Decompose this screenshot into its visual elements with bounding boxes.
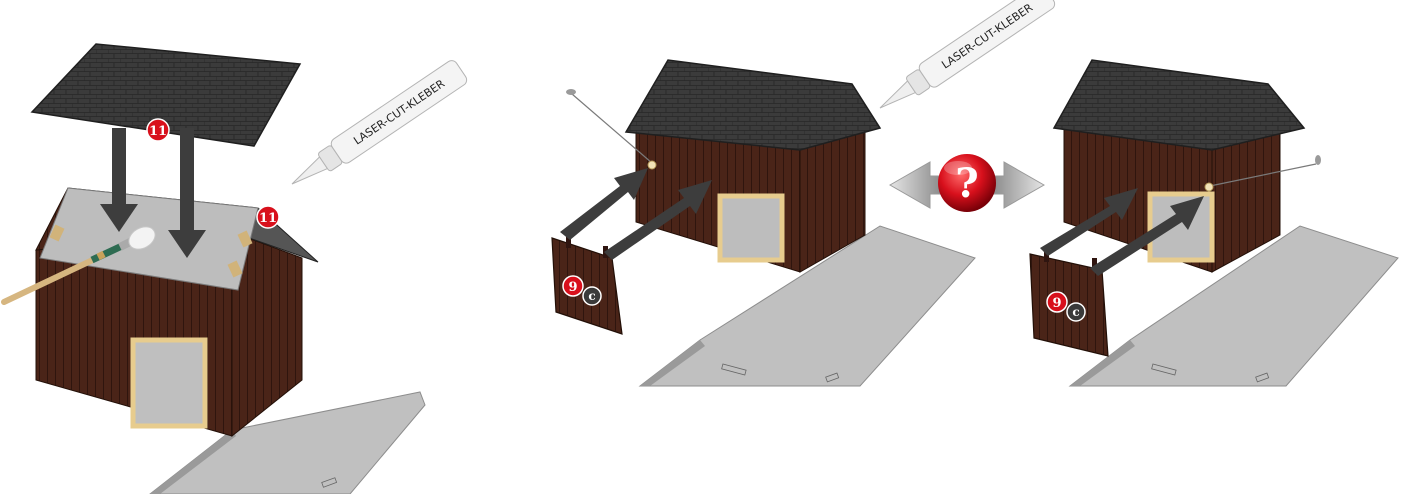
svg-text:c: c: [588, 289, 595, 303]
panel-right: 9 c: [1030, 60, 1398, 386]
svg-text:11: 11: [259, 211, 277, 226]
svg-text:9: 9: [1052, 296, 1061, 311]
panel-left: 11 11 LASER-CUT-KLEBER: [4, 44, 469, 494]
question-double-arrow-icon: ?: [890, 154, 1044, 212]
svg-text:c: c: [1072, 305, 1079, 319]
svg-text:?: ?: [955, 160, 978, 207]
svg-text:LASER-CUT-KLEBER: LASER-CUT-KLEBER: [351, 77, 447, 148]
roof-step-badge: 11: [147, 119, 169, 141]
svg-text:LASER-CUT-KLEBER: LASER-CUT-KLEBER: [939, 1, 1035, 72]
roof-panel: [626, 60, 880, 150]
glue-tube: LASER-CUT-KLEBER: [872, 0, 1057, 120]
garage-door: [133, 340, 205, 426]
svg-text:11: 11: [149, 124, 167, 139]
gable-step-badge: 11: [257, 206, 279, 228]
garage-door: [720, 196, 782, 260]
insert-arrow-upper: [560, 168, 648, 240]
glue-tube: LASER-CUT-KLEBER: [284, 58, 469, 195]
svg-text:9: 9: [568, 280, 577, 295]
